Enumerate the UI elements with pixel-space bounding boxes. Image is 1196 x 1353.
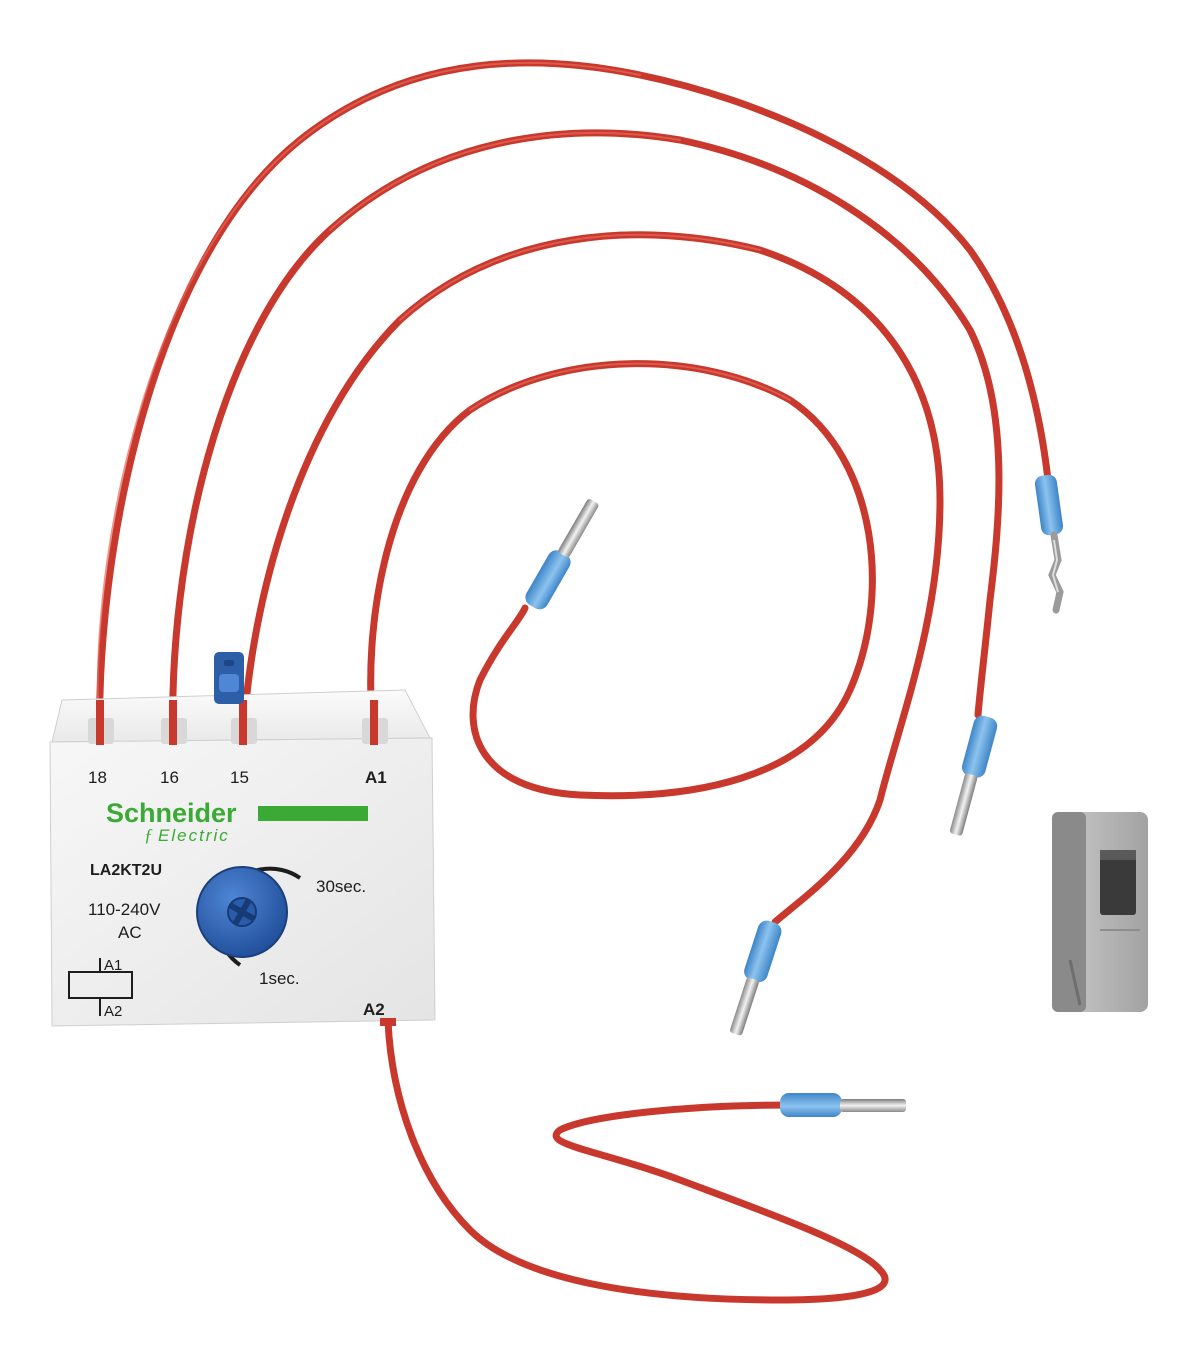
- ferrule-pin: [780, 1093, 906, 1117]
- ferrule-stripped-end: [1034, 474, 1064, 614]
- wire-highlight: [299, 61, 641, 141]
- ferrule-pin: [949, 715, 998, 836]
- wire-highlight: [469, 362, 791, 411]
- terminal-label-16: 16: [160, 768, 179, 787]
- terminal-label-a2: A2: [363, 1000, 385, 1019]
- coil-symbol-icon: [68, 958, 133, 1016]
- voltage-rating: 110-240V: [88, 900, 161, 919]
- wire-highlight: [399, 233, 761, 321]
- brand-sub: Electric: [158, 826, 230, 845]
- lock-tab: [214, 652, 244, 704]
- dial-min-label: 1sec.: [259, 969, 300, 988]
- brand-logo-mark: ƒ: [144, 825, 153, 845]
- ferrule-pin: [525, 499, 599, 610]
- screwdriver-slot-icon: [227, 897, 257, 927]
- wire-terminal-a1: [367, 360, 876, 800]
- coil-label-a1: A1: [104, 957, 122, 974]
- terminal-label-a1: A1: [365, 768, 387, 787]
- model-number: LA2KT2U: [90, 862, 162, 879]
- ferrule-pin: [730, 920, 782, 1036]
- gray-connector-clip: [1052, 812, 1148, 1012]
- wire-terminal-a2: [384, 1018, 889, 1304]
- wire-terminal-15: [239, 231, 944, 926]
- wire-highlight: [329, 131, 681, 231]
- brand-bar: [258, 806, 368, 821]
- dial-max-label: 30sec.: [316, 877, 366, 896]
- coil-label-a2: A2: [104, 1003, 122, 1020]
- wire-terminal-16: [169, 129, 1003, 746]
- terminal-label-18: 18: [88, 768, 107, 787]
- brand-name: Schneider: [106, 798, 237, 828]
- current-type: AC: [118, 923, 142, 942]
- terminal-label-15: 15: [230, 768, 249, 787]
- wire-terminal-18: [96, 59, 1052, 746]
- timer-module: 18 16 15 A1 Schneider ƒ Electric LA2KT2U…: [49, 652, 436, 1027]
- wire-highlight: [96, 139, 301, 701]
